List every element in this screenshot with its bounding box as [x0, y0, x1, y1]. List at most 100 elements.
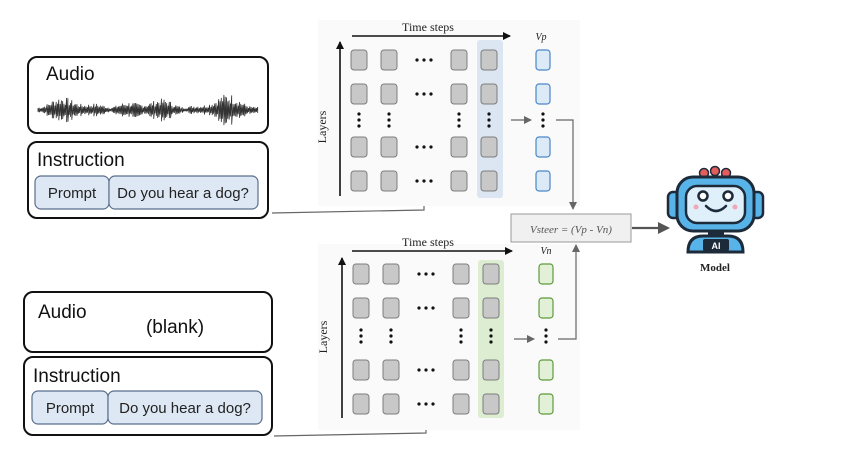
top-activation-grid: [350, 49, 498, 192]
ellipsis-dot: [489, 340, 493, 344]
vector-cell: [535, 83, 551, 105]
ellipsis-dot: [417, 306, 421, 310]
vp-to-formula-connector: [556, 119, 577, 210]
ellipsis-dot: [417, 402, 421, 406]
top-input-panel: Audio Instruction Prompt Do you hear a d…: [27, 56, 269, 219]
bottom-audio-box: [23, 291, 273, 353]
ellipsis-dot: [389, 334, 393, 338]
ellipsis-dot: [544, 328, 548, 332]
activation-cell: [480, 170, 498, 192]
ellipsis-dot: [487, 124, 491, 128]
vector-cell: [535, 136, 551, 158]
ellipsis-dot: [429, 145, 433, 149]
ellipsis-dot: [422, 179, 426, 183]
activation-cell: [450, 49, 468, 71]
activation-cell: [480, 49, 498, 71]
audio-waveform-icon: [37, 94, 259, 126]
bottom-question-text: Do you hear a dog?: [119, 400, 251, 417]
bottom-grid-panel: Time steps Layers Vn: [316, 235, 580, 430]
vn-to-formula-connector: [558, 244, 580, 340]
bottom-vn-vector: [538, 263, 554, 415]
vector-cell: [538, 297, 554, 319]
ellipsis-dot: [544, 340, 548, 344]
ellipsis-dot: [431, 306, 435, 310]
top-question-text: Do you hear a dog?: [117, 185, 249, 202]
bottom-audio-blank: (blank): [146, 317, 204, 338]
ellipsis-dot: [431, 368, 435, 372]
activation-cell: [452, 297, 470, 319]
ellipsis-dot: [489, 328, 493, 332]
top-prompt-text: Prompt: [48, 185, 97, 202]
bottom-question-chip: [107, 390, 263, 425]
ellipsis-dot: [431, 402, 435, 406]
ellipsis-dot: [387, 124, 391, 128]
activation-cell: [350, 83, 368, 105]
activation-cell: [482, 393, 500, 415]
ellipsis-dot: [429, 179, 433, 183]
activation-cell: [352, 393, 370, 415]
ellipsis-dot: [489, 334, 493, 338]
formula-text: Vsteer = (Vp - Vn): [530, 224, 612, 236]
ellipsis-dot: [424, 272, 428, 276]
activation-cell: [382, 393, 400, 415]
ellipsis-dot: [457, 112, 461, 116]
activation-cell: [382, 263, 400, 285]
activation-cell: [350, 49, 368, 71]
top-vp-vector: [535, 49, 551, 192]
formula-box: [510, 213, 632, 243]
ellipsis-dot: [544, 334, 548, 338]
bottom-instruction-label: Instruction: [33, 366, 121, 387]
ellipsis-dot: [541, 112, 545, 116]
activation-cell: [380, 83, 398, 105]
activation-cell: [380, 136, 398, 158]
activation-cell: [480, 136, 498, 158]
ellipsis-dot: [431, 272, 435, 276]
activation-cell: [350, 170, 368, 192]
ellipsis-dot: [359, 334, 363, 338]
bottom-vn-label: Vn: [540, 246, 551, 257]
vector-cell: [538, 393, 554, 415]
bottom-time-axis-label: Time steps: [402, 235, 454, 249]
top-layers-axis-label: Layers: [315, 110, 329, 143]
activation-cell: [482, 263, 500, 285]
activation-cell: [452, 263, 470, 285]
vector-cell: [538, 359, 554, 381]
bottom-audio-label: Audio: [38, 302, 87, 323]
ellipsis-dot: [487, 118, 491, 122]
activation-cell: [382, 359, 400, 381]
ellipsis-dot: [417, 368, 421, 372]
ellipsis-dot: [417, 272, 421, 276]
ellipsis-dot: [541, 124, 545, 128]
ellipsis-dot: [359, 328, 363, 332]
activation-cell: [452, 393, 470, 415]
ellipsis-dot: [415, 179, 419, 183]
ellipsis-dot: [424, 402, 428, 406]
ellipsis-dot: [415, 58, 419, 62]
ellipsis-dot: [459, 334, 463, 338]
bottom-activation-grid: [352, 263, 500, 415]
bottom-input-panel: Audio (blank) Instruction Prompt Do you …: [23, 291, 273, 436]
ellipsis-dot: [389, 328, 393, 332]
ellipsis-dot: [459, 328, 463, 332]
ellipsis-dot: [457, 124, 461, 128]
ellipsis-dot: [387, 112, 391, 116]
bottom-prompt-text: Prompt: [46, 400, 95, 417]
ellipsis-dot: [487, 112, 491, 116]
activation-cell: [350, 136, 368, 158]
activation-cell: [452, 359, 470, 381]
robot-badge-text: AI: [712, 241, 721, 251]
ellipsis-dot: [422, 58, 426, 62]
activation-cell: [382, 297, 400, 319]
ellipsis-dot: [357, 118, 361, 122]
ellipsis-dot: [424, 306, 428, 310]
ellipsis-dot: [422, 92, 426, 96]
ellipsis-dot: [389, 340, 393, 344]
top-audio-box: [27, 56, 269, 134]
vector-cell: [538, 263, 554, 285]
ellipsis-dot: [357, 112, 361, 116]
waveform-path: [37, 94, 259, 126]
ellipsis-dot: [387, 118, 391, 122]
activation-cell: [482, 297, 500, 319]
activation-cell: [450, 170, 468, 192]
